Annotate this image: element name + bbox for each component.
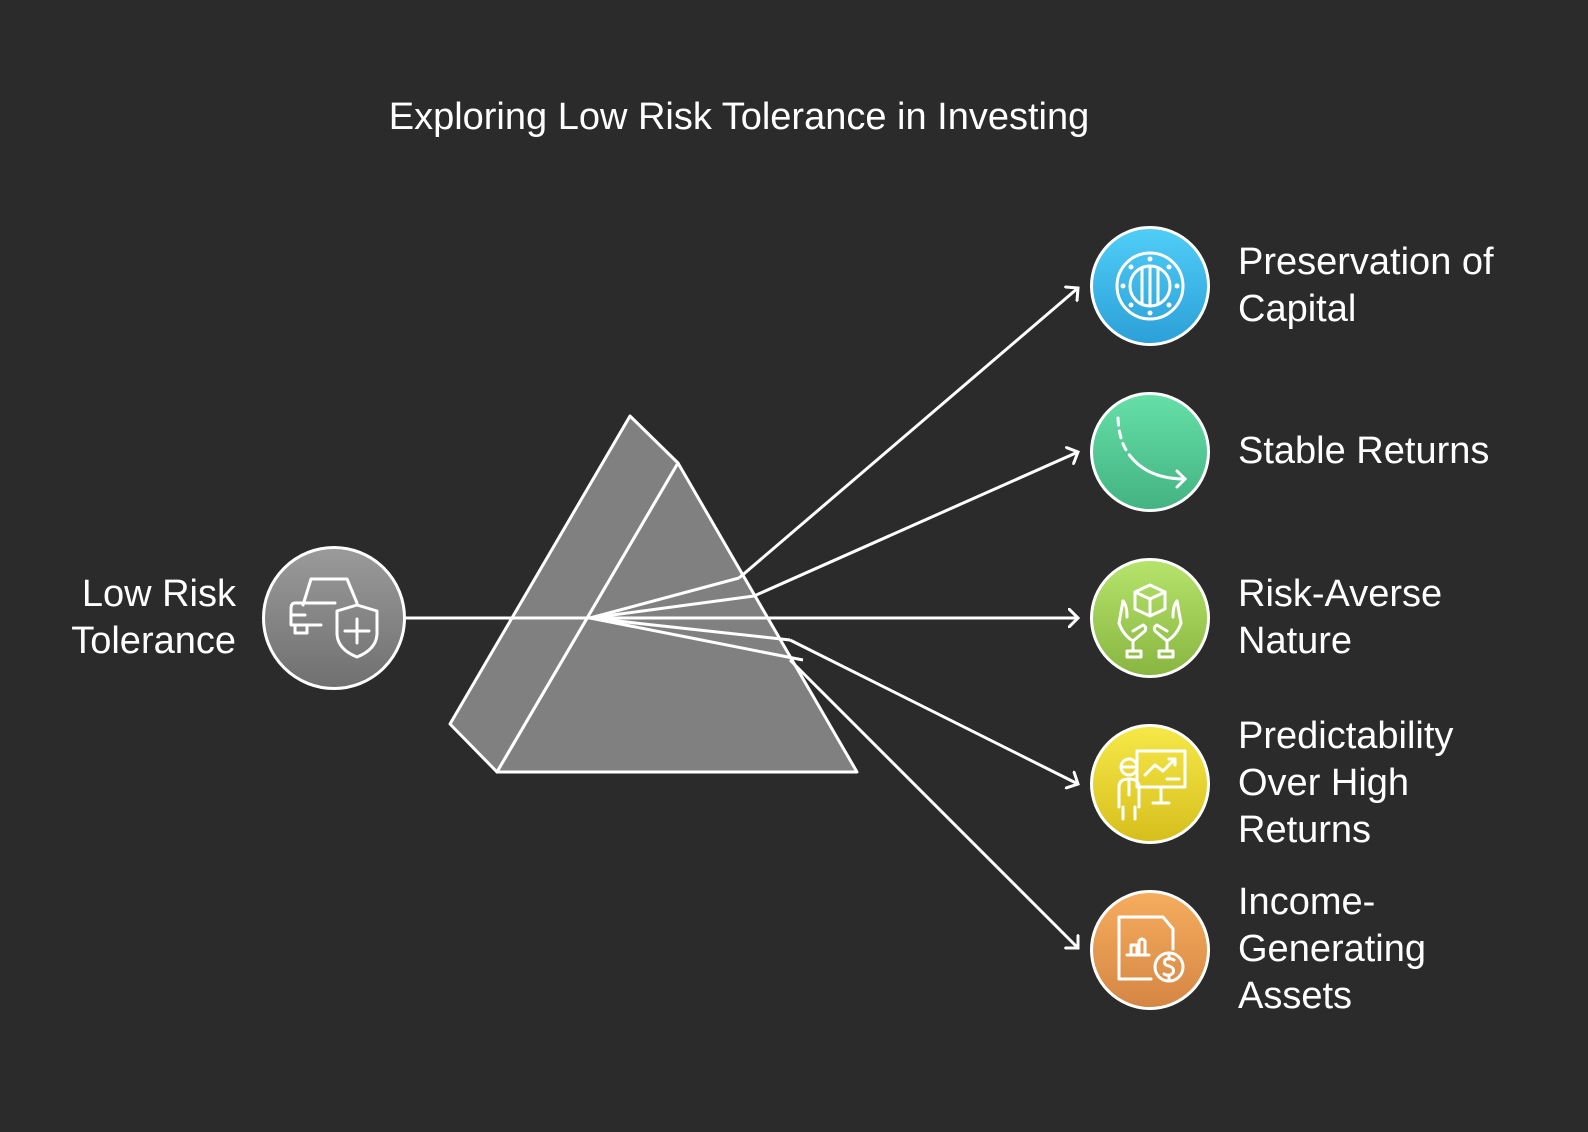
hands-box-icon bbox=[1117, 583, 1183, 659]
porthole-icon bbox=[1115, 251, 1185, 321]
output-node-stable-returns bbox=[1090, 392, 1210, 512]
output-label-risk-averse: Risk-Averse Nature bbox=[1238, 573, 1443, 662]
output-label-predictability: Predictability Over High Returns bbox=[1238, 715, 1454, 851]
internal-rays bbox=[589, 576, 804, 662]
arrow-5 bbox=[788, 658, 1078, 948]
curved-arrow-icon bbox=[1116, 416, 1188, 489]
diagram-title: Exploring Low Risk Tolerance in Investin… bbox=[388, 96, 1090, 138]
output-label-preservation: Preservation of Capital bbox=[1238, 241, 1494, 330]
output-node-predictability bbox=[1090, 724, 1210, 844]
output-arrows bbox=[738, 288, 1078, 948]
output-node-income-generating bbox=[1090, 890, 1210, 1010]
arrow-1 bbox=[738, 288, 1078, 580]
output-label-income-generating: Income- Generating Assets bbox=[1238, 881, 1427, 1017]
output-node-preservation bbox=[1090, 226, 1210, 346]
output-node-risk-averse bbox=[1090, 558, 1210, 678]
prism bbox=[448, 414, 859, 774]
source-node bbox=[262, 546, 406, 690]
output-label-stable-returns: Stable Returns bbox=[1238, 430, 1490, 472]
arrow-2 bbox=[753, 452, 1078, 598]
document-dollar-icon bbox=[1117, 915, 1185, 983]
source-label: Low Risk Tolerance bbox=[71, 573, 236, 662]
presenter-chart-icon bbox=[1117, 749, 1187, 821]
car-shield-icon bbox=[289, 577, 379, 659]
arrow-4 bbox=[789, 638, 1078, 784]
